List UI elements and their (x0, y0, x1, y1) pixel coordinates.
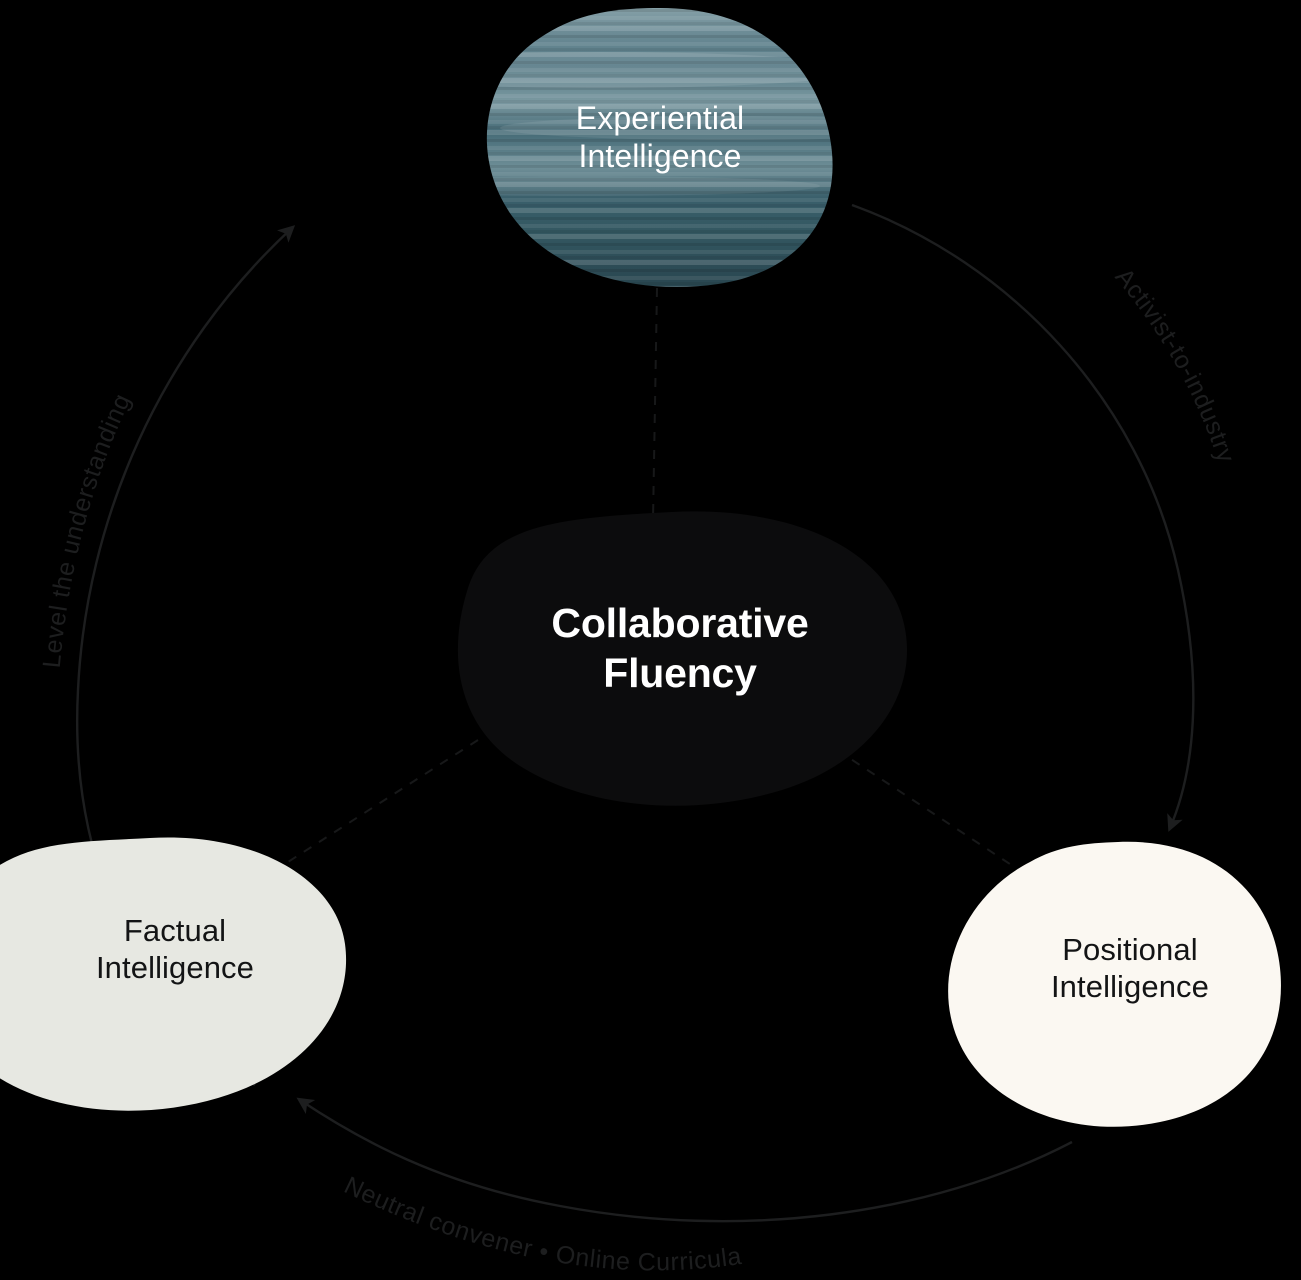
arc-bottom-label: Neutral convener • Online Curricula (340, 1171, 744, 1276)
node-experiential[interactable] (340, 0, 960, 300)
arc-right-label: Activist-to-industry (1110, 263, 1241, 466)
water-highlight (500, 116, 833, 140)
water-highlight (486, 176, 820, 196)
water-highlight (486, 52, 833, 88)
node-factual[interactable] (0, 837, 347, 1111)
arc-right-path (851, 203, 1195, 832)
arc-right: Activist-to-industry (851, 203, 1241, 832)
connector-center-positional (821, 739, 1023, 873)
arc-bottom-path (296, 1097, 1073, 1223)
water-texture-stripes (486, 8, 833, 288)
center-node[interactable] (457, 511, 908, 806)
node-positional-shape (948, 841, 1281, 1127)
arc-left-label: Level the understanding (38, 389, 137, 669)
connector-center-experiential (652, 287, 658, 521)
connector-center-factual (287, 739, 479, 863)
connectors (287, 287, 1023, 873)
node-factual-shape (0, 837, 347, 1111)
node-positional[interactable] (948, 841, 1281, 1127)
center-node-shape (457, 511, 908, 806)
arc-bottom: Neutral convener • Online Curricula (296, 1097, 1073, 1276)
